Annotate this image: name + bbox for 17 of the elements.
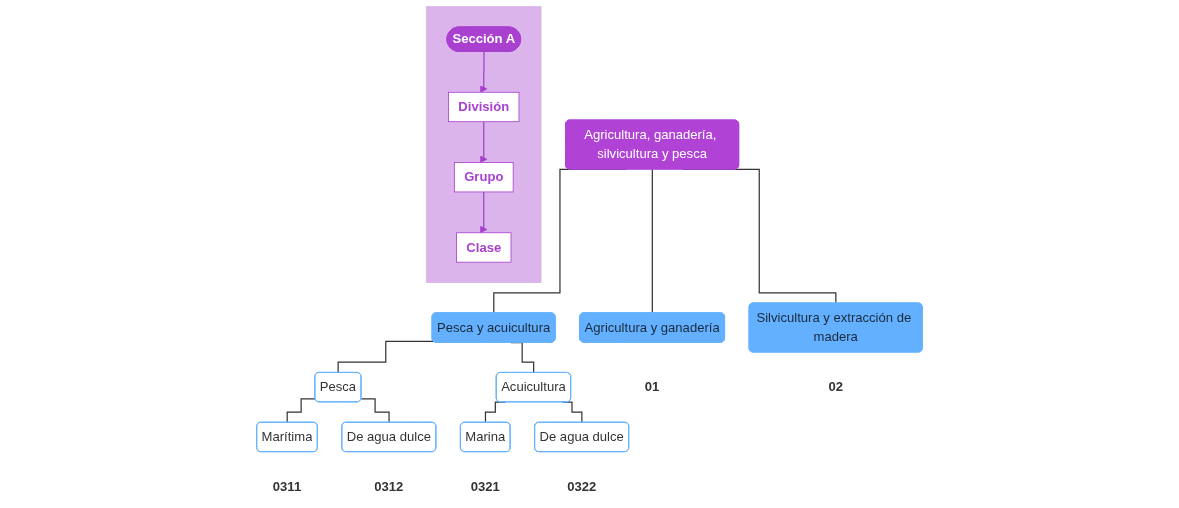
arrow bbox=[480, 191, 488, 234]
cluster bbox=[426, 6, 542, 283]
connector bbox=[337, 340, 435, 374]
node-box: División bbox=[448, 91, 520, 123]
node-label: 0312 bbox=[374, 479, 404, 494]
arrow bbox=[480, 121, 488, 163]
node-box: Grupo bbox=[454, 162, 514, 193]
node-label: 02 bbox=[828, 379, 843, 394]
arrow bbox=[480, 51, 488, 93]
connector bbox=[651, 168, 654, 314]
connector bbox=[360, 398, 390, 424]
node-label: 01 bbox=[644, 379, 660, 394]
node-box: Clase bbox=[456, 232, 512, 263]
node-label: 0322 bbox=[567, 479, 597, 494]
node-label: 0311 bbox=[272, 479, 302, 494]
node-label: 0321 bbox=[470, 479, 500, 494]
connector bbox=[286, 398, 316, 424]
